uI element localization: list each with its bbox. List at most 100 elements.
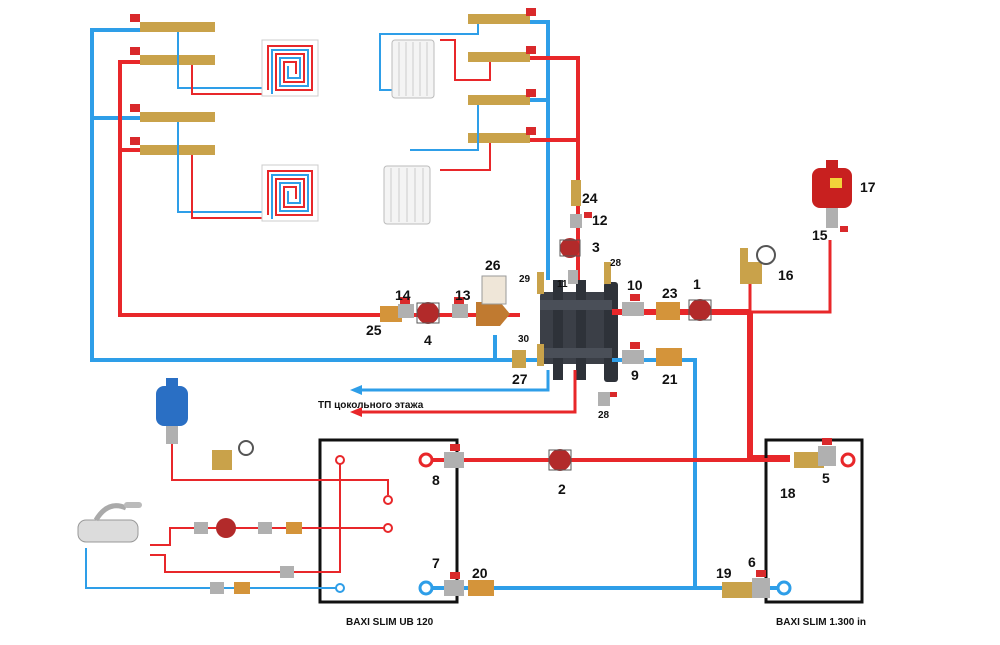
valve-handle [526, 127, 536, 135]
hydro-pipe [553, 280, 563, 380]
dhw-check-valve [234, 582, 250, 594]
boiler-right-caption: BAXI SLIM 1.300 in [776, 617, 866, 628]
label-23: 23 [662, 285, 678, 301]
label-10: 10 [627, 277, 643, 293]
connection-7 [418, 580, 434, 596]
label-16: 16 [778, 267, 794, 283]
valve-28-handle [610, 392, 617, 397]
radiator-circuit [379, 8, 580, 280]
label-25: 25 [366, 322, 382, 338]
hydro-arrow-column [604, 282, 618, 382]
radiator-manifold-bar [468, 95, 530, 105]
arrow-left-icon [350, 407, 362, 417]
connection-6 [776, 580, 792, 596]
label-3: 3 [592, 239, 600, 255]
valve-10-handle [630, 294, 640, 301]
pump-4 [416, 302, 440, 324]
label-2: 2 [558, 481, 566, 497]
valve-13-handle [454, 297, 464, 304]
radiator-cold-return-pipe [530, 20, 550, 280]
floor-heating-loop-bottom-icon [261, 164, 319, 222]
label-8: 8 [432, 472, 440, 488]
radiator-top-return-pipe [379, 24, 479, 91]
pump-4-body [417, 302, 439, 324]
connection-5 [840, 452, 856, 468]
valve-9-handle [630, 342, 640, 349]
tank-17-pipe [750, 240, 832, 314]
safety-group-body [740, 262, 762, 284]
label-28-top: 28 [610, 258, 622, 269]
valve-5-handle [822, 438, 832, 445]
air-vent-30 [537, 344, 544, 366]
expansion-tank-17 [812, 160, 852, 232]
three-way-mixing-valve-26 [476, 275, 510, 326]
valve-handle [526, 46, 536, 54]
valve-12 [570, 214, 582, 228]
connection-8 [418, 452, 434, 468]
valve-handle [130, 14, 140, 22]
label-24: 24 [582, 190, 598, 206]
valve-9 [622, 350, 644, 364]
boiler-hot-riser [747, 312, 790, 461]
label-5: 5 [822, 470, 830, 486]
pump-1 [688, 299, 712, 321]
radiator-hot-supply-pipe [530, 56, 580, 180]
valve-handle [130, 137, 140, 145]
valve-5 [818, 446, 836, 466]
label-7: 7 [432, 555, 440, 571]
radiator-manifold-bar [468, 52, 530, 62]
air-vent-29 [537, 272, 544, 294]
dhw-safety-group [212, 450, 232, 470]
dhw-cold-pipe [85, 548, 340, 589]
check-valve-25 [380, 306, 402, 322]
hydro-rail [540, 348, 612, 358]
boiler-hot-port [335, 455, 345, 465]
radiator-top-icon [391, 39, 435, 99]
floor-manifold-top [130, 14, 262, 95]
pump-4-frame [416, 302, 440, 324]
floor-coil-hot [267, 170, 313, 216]
radiator-bottom-supply-pipe [440, 143, 491, 171]
label-29: 29 [519, 274, 531, 285]
boiler-cold-return-pipe [612, 358, 697, 588]
dhw-valve [280, 566, 294, 578]
dhw-valve [258, 522, 272, 534]
boiler-dhw-port [383, 495, 393, 505]
valve-15 [826, 208, 838, 228]
label-11: 11 [557, 279, 568, 290]
left-cold-return-pipe [90, 28, 497, 362]
label-6: 6 [748, 554, 756, 570]
dhw-recirc-pipe [150, 527, 388, 546]
boiler-cold-port [335, 583, 345, 593]
label-21: 21 [662, 371, 678, 387]
faucet-icon [77, 502, 142, 543]
valve-handle [130, 104, 140, 112]
radiator-bottom-return-pipe [410, 105, 479, 151]
valve-11 [568, 270, 578, 284]
thermostatic-head-icon [481, 275, 507, 305]
valve-handle [526, 8, 536, 16]
pressure-gauge-icon [238, 440, 254, 456]
boiler-left-caption: BAXI SLIM UB 120 [346, 617, 434, 628]
pressure-gauge-icon [756, 245, 776, 265]
label-27: 27 [512, 371, 528, 387]
label-4: 4 [424, 332, 432, 348]
manifold-bar [140, 22, 215, 32]
basement-hot-pipe [358, 370, 577, 414]
valve-6 [752, 578, 770, 598]
hydro-rail [540, 300, 612, 310]
valve-28-bottom [598, 392, 610, 406]
dhw-tank-pipe [171, 444, 389, 495]
floor-coil-cold [271, 174, 309, 219]
valve-13 [452, 304, 468, 318]
floor-heating-loop-top-icon [261, 39, 319, 97]
label-9: 9 [631, 367, 639, 383]
pump-2 [548, 449, 572, 471]
dhw-valve [210, 582, 224, 594]
label-14: 14 [395, 287, 411, 303]
valve-10 [622, 302, 644, 316]
valve-7 [444, 580, 464, 596]
radiator-top-supply-pipe [440, 39, 491, 81]
check-valve-21 [656, 348, 682, 366]
radiator-bottom-icon [383, 165, 431, 225]
